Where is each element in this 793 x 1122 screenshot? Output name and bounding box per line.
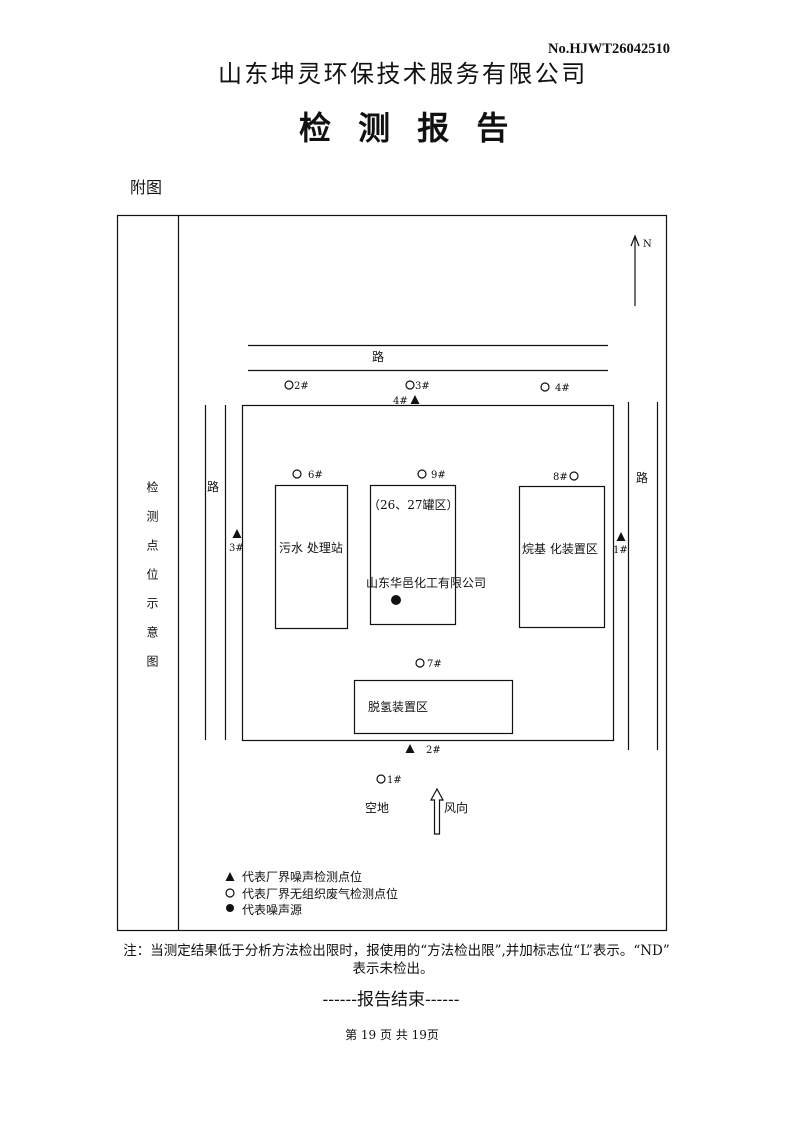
gas-point-marker-1: [376, 774, 386, 784]
road-top-label: 路: [372, 349, 384, 364]
gas-point-label-2: 2#: [294, 381, 309, 392]
wind-direction-label: 风向: [444, 800, 468, 815]
dehydrogenation-area-label: 脱氢装置区: [368, 699, 428, 714]
gas-point-marker-9: [417, 469, 427, 479]
gas-point-label-7: 7#: [427, 659, 442, 670]
legend-gas-point-text: 代表厂界无组织废气检测点位: [242, 886, 398, 901]
figure-label: 附图: [130, 178, 163, 197]
figure-frame: [116, 214, 668, 932]
page-number: 第 19 页 共 19页: [345, 1028, 439, 1042]
report-number: No.HJWT26042510: [548, 41, 671, 57]
diagram-lines: [116, 214, 668, 932]
plant-name-label: 山东华邑化工有限公司: [366, 576, 486, 590]
page-title: 检 测 报 告: [299, 109, 509, 147]
north-arrowhead: [630, 234, 640, 247]
plant-boundary: [241, 404, 615, 742]
alkylation-area-box: [518, 485, 606, 629]
noise-point-label-4: 4#: [393, 396, 408, 407]
legend-noise-source-text: 代表噪声源: [242, 903, 302, 917]
noise-point-marker-3: [232, 529, 242, 538]
road-right-label: 路: [636, 470, 648, 485]
gas-point-label-9: 9#: [431, 470, 446, 481]
wind-direction-arrow: [429, 787, 445, 835]
tank-farm-area-box: [369, 484, 457, 626]
gas-point-marker-4: [540, 382, 550, 392]
gas-point-label-6: 6#: [308, 470, 323, 481]
note-line-1: 注：当测定结果低于分析方法检出限时，报使用的“方法检出限”,并加标志位“L”表示…: [123, 943, 670, 959]
noise-point-marker-4: [410, 395, 420, 404]
tank-farm-area-label: （26、27罐区）: [368, 498, 459, 512]
wastewater-area-box: [274, 484, 349, 630]
report-end-marker: ------报告结束------: [322, 990, 460, 1010]
gas-point-marker-8: [569, 471, 579, 481]
gas-point-marker-7: [415, 658, 425, 668]
filled-markers: [225, 395, 626, 912]
dehydrogenation-area-box: [353, 679, 514, 735]
note-line-2: 表示未检出。: [352, 961, 434, 977]
gas-point-label-1: 1#: [387, 775, 402, 786]
noise-point-label-2: 2#: [426, 745, 441, 756]
alkylation-area-label: 烷基 化装置区: [522, 542, 598, 556]
legend-gas-point-icon: [225, 888, 235, 898]
gas-point-label-8: 8#: [553, 472, 568, 483]
noise-point-marker-2: [405, 744, 415, 753]
gas-point-marker-3: [405, 380, 415, 390]
wastewater-area-label: 污水 处理站: [279, 541, 343, 555]
legend-noise-source-icon: [226, 904, 234, 912]
noise-point-label-3: 3#: [229, 543, 244, 554]
noise-source-marker: [391, 595, 401, 605]
diagram-side-title: 检测点位示意图: [145, 481, 159, 684]
legend-noise-point-icon: [225, 872, 235, 881]
legend-noise-point-text: 代表厂界噪声检测点位: [242, 869, 362, 884]
north-label: N: [643, 239, 652, 250]
gas-point-label-3: 3#: [415, 381, 430, 392]
gas-point-label-4: 4#: [555, 383, 570, 394]
open-land-label: 空地: [365, 801, 389, 815]
company-name: 山东坤灵环保技术服务有限公司: [218, 60, 588, 88]
gas-point-marker-2: [284, 380, 294, 390]
gas-point-marker-6: [292, 469, 302, 479]
road-left-label: 路: [207, 479, 219, 494]
noise-point-label-1: 1#: [613, 545, 628, 556]
noise-point-marker-1: [616, 532, 626, 541]
